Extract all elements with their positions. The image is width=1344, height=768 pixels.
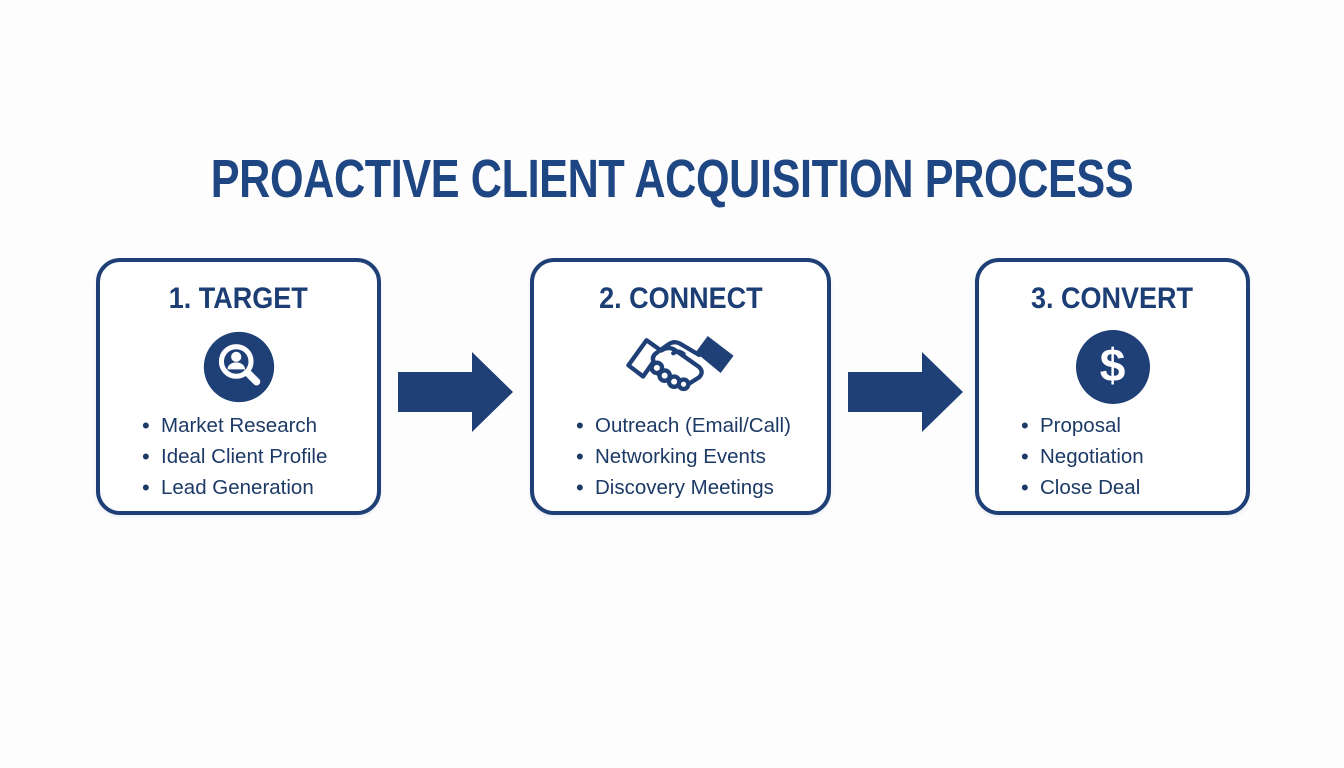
step-item: Proposal xyxy=(1021,410,1144,441)
step-box-convert: 3. CONVERT $ Proposal Negotiation Close … xyxy=(975,258,1250,515)
step-item: Market Research xyxy=(142,410,327,441)
dollar-glyph: $ xyxy=(1099,339,1126,391)
step-heading-target: 1. TARGET xyxy=(168,282,308,315)
step-item-list-target: Market Research Ideal Client Profile Lea… xyxy=(142,410,327,503)
step-item: Ideal Client Profile xyxy=(142,441,327,472)
step-box-target: 1. TARGET Market Research Ideal Client P… xyxy=(96,258,381,515)
step-item: Discovery Meetings xyxy=(576,472,791,503)
arrow-right-icon xyxy=(848,352,963,432)
step-item: Lead Generation xyxy=(142,472,327,503)
person-search-icon xyxy=(202,328,276,406)
step-item-list-convert: Proposal Negotiation Close Deal xyxy=(1021,410,1144,503)
step-heading-convert: 3. CONVERT xyxy=(1031,282,1194,315)
step-item: Outreach (Email/Call) xyxy=(576,410,791,441)
page-title: PROACTIVE CLIENT ACQUISITION PROCESS xyxy=(210,149,1134,209)
step-box-connect: 2. CONNECT xyxy=(530,258,831,515)
step-item: Networking Events xyxy=(576,441,791,472)
step-heading-connect: 2. CONNECT xyxy=(598,282,763,315)
step-item: Close Deal xyxy=(1021,472,1144,503)
dollar-circle: $ xyxy=(1075,330,1150,404)
dollar-icon: $ xyxy=(1075,328,1150,406)
arrow-right-icon xyxy=(398,352,513,432)
step-item-list-connect: Outreach (Email/Call) Networking Events … xyxy=(576,410,791,503)
step-item: Negotiation xyxy=(1021,441,1144,472)
handshake-icon xyxy=(625,328,737,406)
